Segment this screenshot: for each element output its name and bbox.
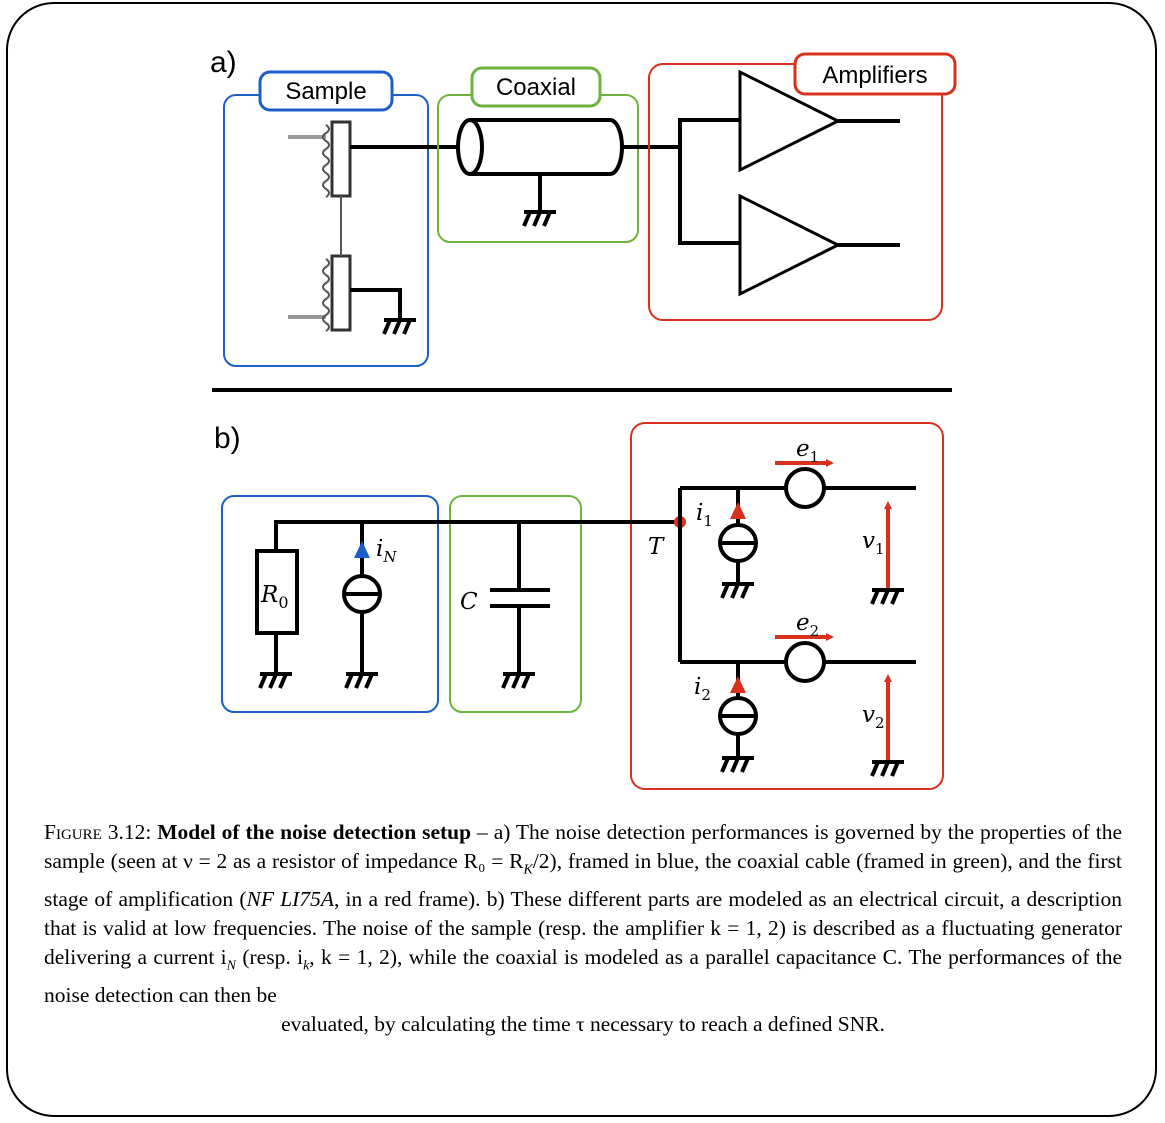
amplifier-symbols <box>678 69 900 297</box>
c-label: C <box>460 589 478 615</box>
r0-label: R0 <box>260 582 289 612</box>
sample-label: Sample <box>285 78 366 105</box>
coaxial-cable <box>456 118 680 228</box>
i2-label: i2 <box>694 674 711 704</box>
caption-sub-k: K <box>523 862 533 878</box>
panel-a-label: a) <box>210 46 237 79</box>
amplifiers-label: Amplifiers <box>822 62 927 89</box>
capacitor-c <box>490 522 550 690</box>
coaxial-circuit-frame <box>449 495 582 713</box>
amplifier-2-triangle <box>738 193 842 297</box>
caption-figure-label: Figure 3.12: <box>44 820 152 844</box>
amplifiers-label-box <box>793 52 957 96</box>
amplifier-circuit <box>678 459 916 778</box>
i1-label: i1 <box>696 500 713 530</box>
e2-label: e2 <box>796 610 819 640</box>
caption-text-3: (resp. i <box>236 945 304 970</box>
figure-caption: Figure 3.12: Model of the noise detectio… <box>44 818 1122 1040</box>
i1-arrow <box>730 502 746 519</box>
caption-sub-n: N <box>226 958 236 974</box>
v2-label: v2 <box>862 702 885 732</box>
voltage-source-e1 <box>784 467 826 509</box>
caption-sub-kk: k <box>303 958 310 974</box>
in-label: iN <box>376 536 397 566</box>
i2-arrow <box>730 676 746 693</box>
voltage-source-e2 <box>784 641 826 683</box>
panel-b-label: b) <box>214 422 241 455</box>
amplifier-1-triangle <box>738 69 842 173</box>
sample-device <box>288 120 458 336</box>
sample-label-box <box>258 70 394 112</box>
resistor-r0 <box>255 522 299 690</box>
sample-circuit-frame <box>221 495 439 713</box>
e1-label: e1 <box>796 436 819 466</box>
figure-diagram: a) Sample Coaxial Amplifiers <box>210 46 957 790</box>
amplifier-circuit-frame <box>630 422 944 790</box>
figure-frame <box>6 2 1157 1117</box>
t-label: T <box>648 534 665 560</box>
caption-last-line: evaluated, by calculating the time τ nec… <box>281 1012 885 1037</box>
current-source-in <box>342 522 382 690</box>
caption-model: NF LI75A <box>246 886 334 911</box>
coaxial-label-box <box>470 66 602 108</box>
caption-text-1: – a) The noise detection performances is… <box>44 820 1122 874</box>
caption-text-2: , in a red frame). b) These different pa… <box>44 886 1122 970</box>
coaxial-label: Coaxial <box>496 74 576 101</box>
v1-label: v1 <box>862 528 885 558</box>
caption-title: Model of the noise detection setup <box>157 820 472 844</box>
caption-text-1b: /2), framed in blue, the coaxial cable (… <box>44 849 1122 911</box>
in-arrow <box>354 541 370 558</box>
caption-text-3b: , k = 1, 2), while the coaxial is modele… <box>44 945 1123 1008</box>
